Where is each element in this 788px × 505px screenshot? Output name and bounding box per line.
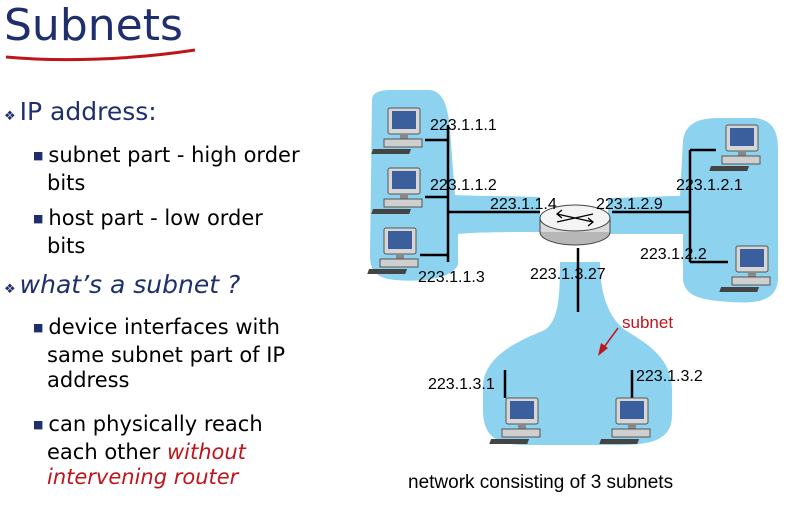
- sub-bullet-text: host part - low order: [48, 206, 263, 230]
- sub-bullet-device-interfaces: ■ device interfaces with same subnet part…: [33, 315, 285, 393]
- ip-label-223-1-1-4: 223.1.1.4: [490, 196, 557, 213]
- sub-bullet-text: bits: [47, 171, 86, 195]
- diamond-bullet-icon: ❖: [4, 282, 16, 297]
- slide-title: Subnets: [4, 0, 183, 51]
- ip-label-223-1-3-27: 223.1.3.27: [530, 266, 606, 283]
- ip-label-223-1-1-1: 223.1.1.1: [430, 117, 497, 134]
- subnet-annotation-label: subnet: [622, 313, 673, 332]
- square-bullet-icon: ■: [33, 149, 44, 162]
- network-links: [420, 125, 728, 398]
- sub-bullet-text: address: [47, 368, 130, 392]
- square-bullet-icon: ■: [33, 418, 44, 431]
- diagram-caption: network consisting of 3 subnets: [408, 472, 673, 493]
- sub-bullet-text: device interfaces with: [48, 315, 280, 339]
- ip-label-223-1-3-2: 223.1.3.2: [636, 368, 703, 385]
- bullet-text: IP address:: [19, 97, 157, 126]
- emphasis-text: without: [166, 440, 246, 464]
- sub-bullet-host-part: ■ host part - low order bits: [33, 206, 263, 259]
- sub-bullet-text: each other: [47, 440, 161, 464]
- sub-bullet-physically-reach: ■ can physically reach each other without…: [33, 412, 263, 490]
- bullet-whats-a-subnet: ❖what’s a subnet ?: [4, 270, 240, 299]
- ip-label-223-1-1-2: 223.1.1.2: [430, 177, 497, 194]
- ip-label-223-1-2-9: 223.1.2.9: [596, 196, 663, 213]
- bullet-ip-address: ❖IP address:: [4, 97, 157, 126]
- ip-label-223-1-3-1: 223.1.3.1: [428, 376, 495, 393]
- sub-bullet-subnet-part: ■ subnet part - high order bits: [33, 143, 300, 196]
- subnet-pointer-arrow-icon: [598, 327, 619, 356]
- ip-label-223-1-2-1: 223.1.2.1: [676, 177, 743, 194]
- sub-bullet-text: subnet part - high order: [48, 143, 300, 167]
- square-bullet-icon: ■: [33, 321, 44, 334]
- emphasis-text: intervening router: [47, 465, 239, 489]
- square-bullet-icon: ■: [33, 212, 44, 225]
- router-icon: [539, 204, 611, 246]
- bullet-text: what’s a subnet ?: [19, 270, 241, 299]
- sub-bullet-text: bits: [47, 234, 86, 258]
- diamond-bullet-icon: ❖: [4, 109, 16, 124]
- ip-label-223-1-1-3: 223.1.1.3: [418, 269, 485, 286]
- ip-label-223-1-2-2: 223.1.2.2: [640, 246, 707, 263]
- sub-bullet-text: can physically reach: [48, 412, 263, 436]
- sub-bullet-text: same subnet part of IP: [47, 343, 286, 367]
